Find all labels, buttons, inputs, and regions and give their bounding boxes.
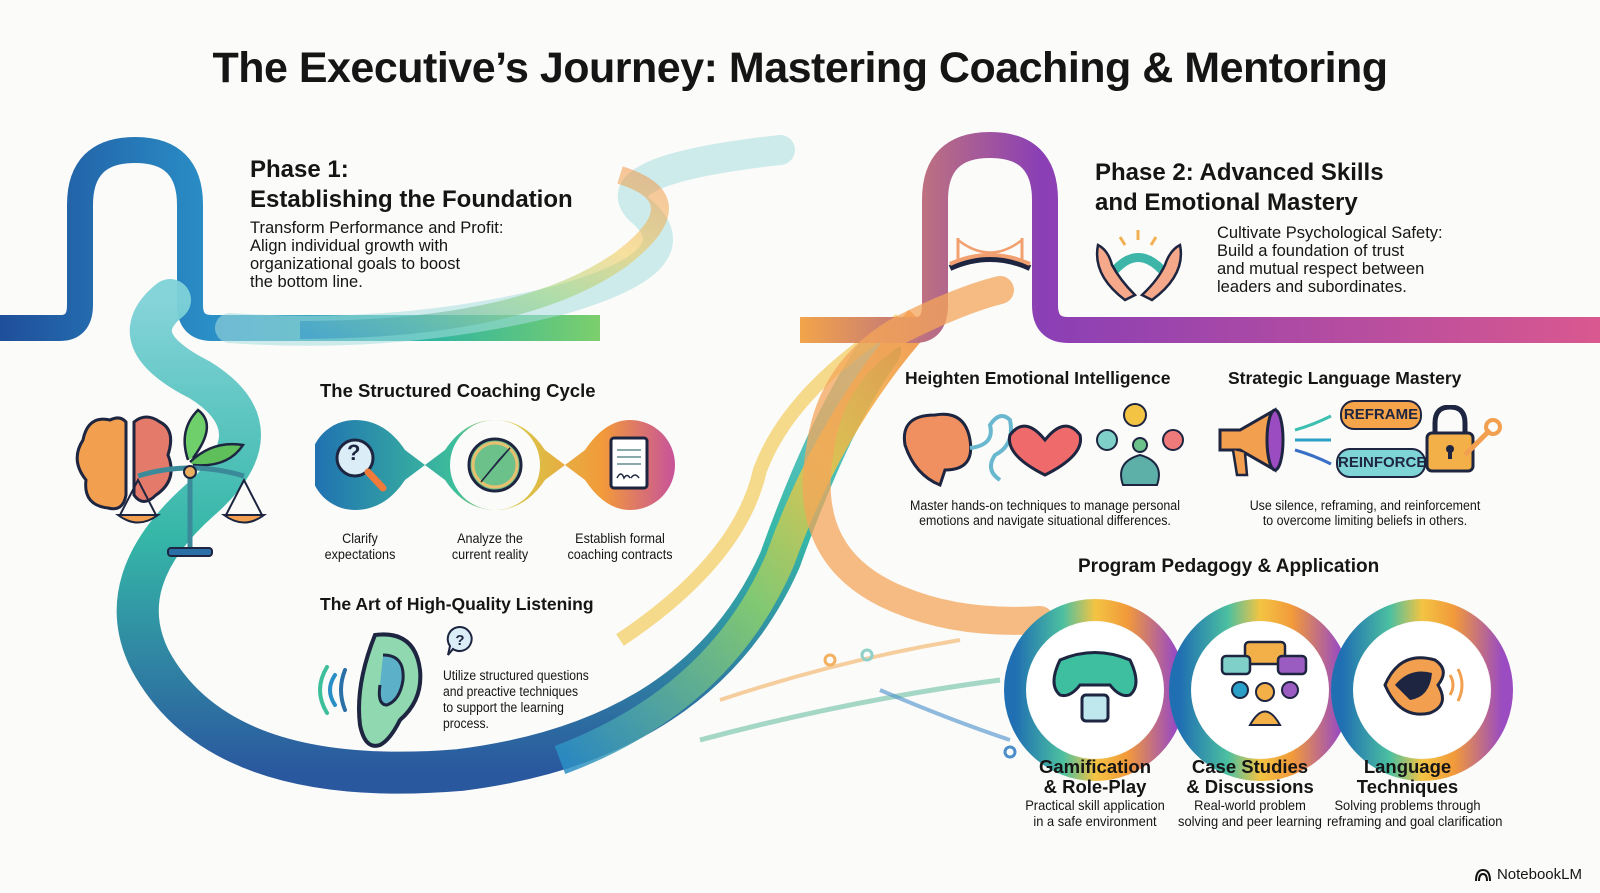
coaching-cycle-heading: The Structured Coaching Cycle <box>320 380 596 401</box>
language-mastery-desc: Use silence, reframing, and reinforcemen… <box>1249 498 1481 528</box>
emotional-intelligence-desc: Master hands-on techniques to manage per… <box>910 498 1180 528</box>
pedagogy-heading: Program Pedagogy & Application <box>1078 556 1380 577</box>
phase2-desc: Cultivate Psychological Safety:Build a f… <box>1217 224 1443 296</box>
phase2-heading: Phase 2: Advanced Skills and Emotional M… <box>1095 159 1384 216</box>
language-mastery-heading: Strategic Language Mastery <box>1228 368 1462 388</box>
phase1-desc-1: Align individual growth with <box>250 237 449 255</box>
question-bubble-icon: ? <box>446 625 473 656</box>
notebooklm-logo: NotebookLM <box>1474 866 1582 883</box>
arrows-icon <box>1294 414 1332 466</box>
megaphone-icon <box>1218 407 1285 477</box>
phase1-block: Phase 1: Establishing the Foundation Tra… <box>250 155 573 291</box>
brain-heart-meditation-icon <box>902 403 1184 487</box>
phase1-heading-line2: Establishing the Foundation <box>250 186 573 213</box>
lock-key-icon <box>1425 405 1502 473</box>
pedagogy-item-language: Language Techniques Solving problems thr… <box>1327 756 1503 830</box>
magnifier-question-icon: ? <box>347 440 361 465</box>
group-discussion-icon <box>1220 640 1308 726</box>
page-title: The Executive’s Journey: Mastering Coach… <box>212 44 1388 92</box>
svg-text:?: ? <box>455 632 464 649</box>
phase1-lead: Transform Performance and Profit: <box>250 219 504 237</box>
hands-holding-arch-icon <box>1095 230 1183 302</box>
reinforce-bubble: REINFORCE <box>1336 448 1426 478</box>
emotional-intelligence-heading: Heighten Emotional Intelligence <box>905 368 1171 388</box>
pedagogy-item-gamification: Gamification & Role-Play Practical skill… <box>1025 756 1165 830</box>
logo-text: NotebookLM <box>1496 866 1582 883</box>
listening-heading: The Art of High-Quality Listening <box>320 594 594 614</box>
brain-balance-scale-icon <box>75 408 268 557</box>
speaking-mouth-icon <box>1383 656 1464 716</box>
gamepad-dice-icon <box>1052 651 1138 723</box>
phase1-heading-line1: Phase 1: <box>250 156 349 183</box>
notebooklm-icon <box>1474 868 1491 881</box>
ear-icon <box>318 632 423 748</box>
phase1-desc-3: the bottom line. <box>250 273 363 291</box>
pedagogy-item-case-studies: Case Studies & Discussions Real-world pr… <box>1178 756 1322 830</box>
coaching-cycle-steps: ? <box>315 420 675 510</box>
phase1-desc-2: organizational goals to boost <box>250 255 461 273</box>
reframe-bubble: REFRAME <box>1340 400 1422 430</box>
